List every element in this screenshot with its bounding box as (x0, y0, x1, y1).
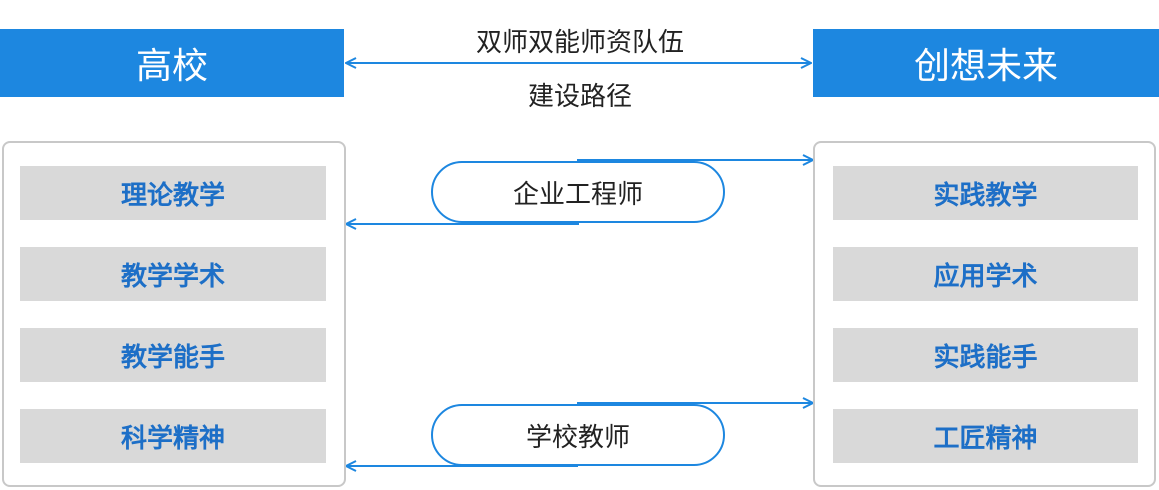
left-item-4: 科学精神 (20, 409, 326, 463)
right-header: 创想未来 (813, 29, 1159, 97)
left-item-2: 教学学术 (20, 247, 326, 301)
center-subtitle-label: 建设路径 (527, 82, 632, 112)
right-item-4: 工匠精神 (833, 409, 1138, 463)
center-title-label: 双师双能师资队伍 (475, 28, 684, 58)
left-item-3: 教学能手 (20, 328, 326, 382)
right-item-1: 实践教学 (833, 166, 1138, 220)
arrow-to-right-panel-1 (577, 160, 813, 161)
left-item-1: 理论教学 (20, 166, 326, 220)
arrow-to-right-panel-2 (577, 403, 813, 404)
pill-enterprise-engineer: 企业工程师 (431, 161, 725, 223)
right-item-3: 实践能手 (833, 328, 1138, 382)
left-header: 高校 (0, 29, 344, 97)
pill-school-teacher: 学校教师 (431, 404, 725, 466)
arrow-to-left-panel-1 (346, 223, 579, 224)
right-item-2: 应用学术 (833, 247, 1138, 301)
